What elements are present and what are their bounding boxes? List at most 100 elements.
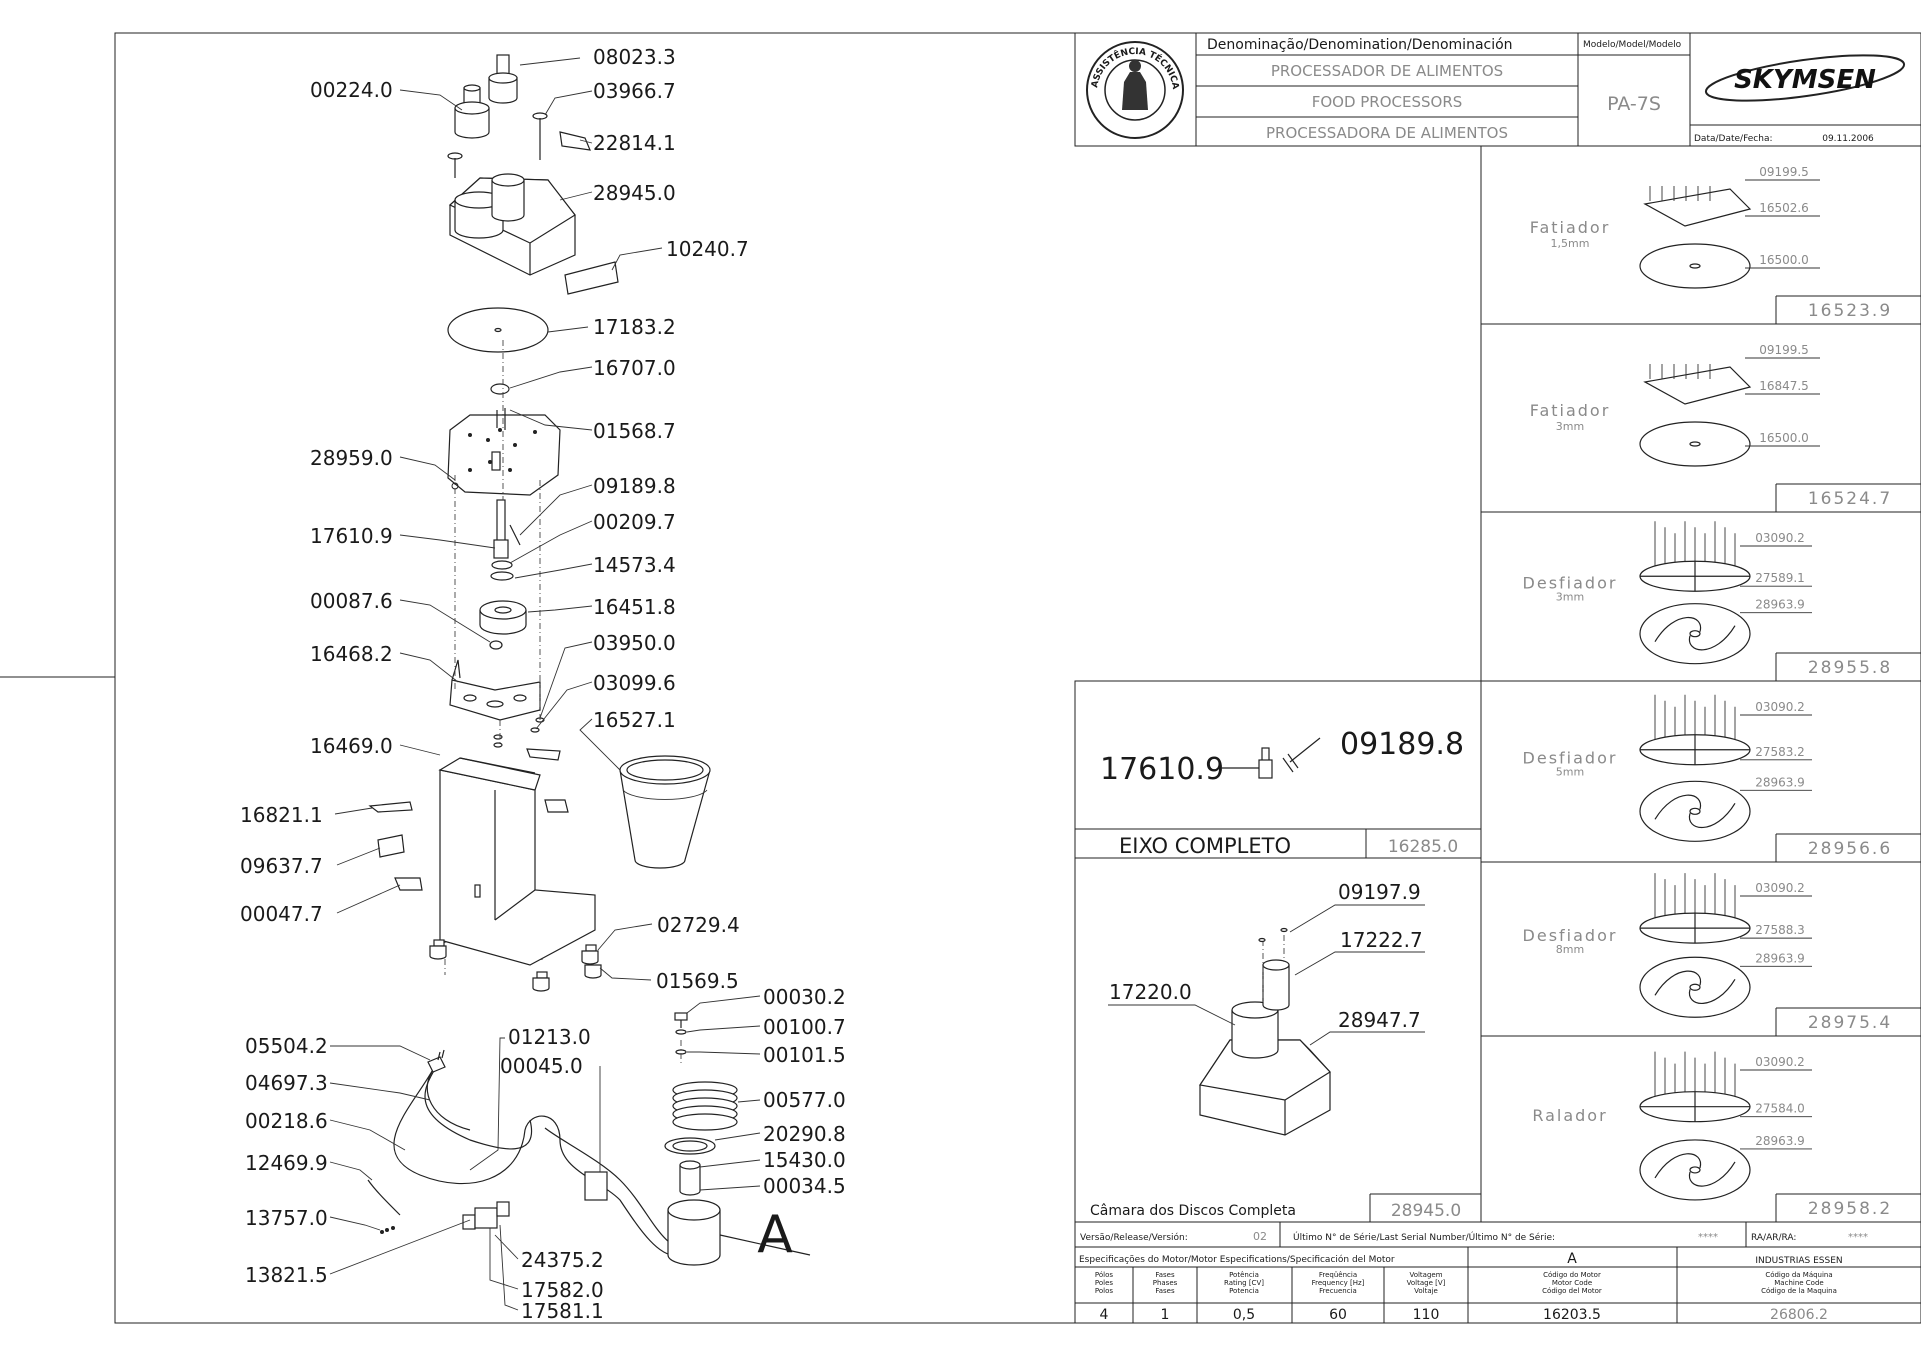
footer-value: 16203.5 [1543,1307,1601,1323]
disc-name: Fatiador [1530,401,1611,420]
footer-value: 26806.2 [1770,1307,1828,1323]
slicer-blade [1643,188,1752,227]
disc-code: 28958.2 [1808,1199,1892,1219]
part-13821-5 [462,1201,510,1230]
part-00045-0 [584,1171,608,1201]
model-value: PA-7S [1607,93,1661,115]
date-value: 09.11.2006 [1822,134,1874,144]
disc-part-label: 09199.5 [1759,165,1809,179]
label-17610-9: 17610.9 [310,524,393,548]
footer-column-header: Motor Code [1552,1279,1592,1287]
footer-column-header: Código do Motor [1543,1271,1601,1279]
disc-part-label: 27583.2 [1755,745,1805,759]
footer-value: 0,5 [1233,1307,1255,1323]
label-09189-8: 09189.8 [593,474,676,498]
disc-part-label: 16500.0 [1759,253,1809,267]
disc-code: 28956.6 [1808,839,1892,859]
label-00224-0: 00224.0 [310,78,393,102]
axle-part-17610-9: 17610.9 [1100,752,1224,787]
disc-code: 16523.9 [1808,301,1892,321]
part-16468-2 [449,659,541,721]
footer-column-header: Phases [1153,1279,1178,1287]
part-15430-0 [679,1160,701,1196]
slicer-blade [1643,366,1752,405]
chamber-title: Câmara dos Discos Completa [1090,1203,1296,1219]
part-01568-7 [496,408,506,430]
label-17581-1: 17581.1 [521,1299,604,1323]
label-03950-0: 03950.0 [593,631,676,655]
name-pt: PROCESSADOR DE ALIMENTOS [1271,62,1503,80]
disc-part-label: 03090.2 [1755,700,1805,714]
chamber-part-17222-7: 17222.7 [1340,928,1423,952]
disc-part-label: 27589.1 [1755,571,1805,585]
disc-name: Ralador [1532,1106,1607,1125]
svg-text:A: A [757,1205,793,1265]
footer-column-header: Rating [CV] [1224,1279,1264,1287]
part-05504-2 [427,1056,446,1073]
serial-label: Último N° de Série/Last Serial Number/Úl… [1293,1231,1555,1243]
label-08023-3: 08023.3 [593,45,676,69]
axle-title: EIXO COMPLETO [1119,834,1291,858]
seal-text: ASSISTÊNCIA TÉCNICA AUTORIZADA [0,0,1180,93]
motor-variant: A [1567,1251,1577,1267]
disc-part-label: 16500.0 [1759,431,1809,445]
disc-part-label: 03090.2 [1755,1055,1805,1069]
label-12469-9: 12469.9 [245,1151,328,1175]
brand-logo: SKYMSEN [1704,54,1906,102]
part-00577-0 [672,1081,738,1131]
part-00030-2 [674,1012,688,1028]
footer-column-header: Polos [1095,1287,1113,1295]
label-15430-0: 15430.0 [763,1148,846,1172]
label-13757-0: 13757.0 [245,1206,328,1230]
disc-part-label: 16847.5 [1759,379,1809,393]
label-04697-3: 04697.3 [245,1071,328,1095]
disc-size: 3mm [1556,591,1584,604]
disc-name: Desfiador [1523,926,1618,945]
part-screw-left [447,152,463,178]
label-16468-2: 16468.2 [310,642,393,666]
label-10240-7: 10240.7 [666,237,749,261]
disc-part-label: 16502.6 [1759,201,1809,215]
disc-size: 1,5mm [1551,237,1590,250]
footer-column-header: Voltaje [1414,1287,1438,1295]
label-00047-7: 00047.7 [240,902,323,926]
footer-column-header: Potência [1229,1271,1259,1279]
part-left-clip [526,748,561,761]
footer-value: 1 [1161,1307,1170,1323]
footer-column-header: Código da Máquina [1765,1271,1832,1279]
footer-column-header: Frecuencia [1319,1287,1357,1295]
chamber-code: 28945.0 [1391,1201,1461,1221]
part-03099-6 [530,727,540,733]
disc-part-label: 03090.2 [1755,531,1805,545]
label-22814-1: 22814.1 [593,131,676,155]
label-28959-0: 28959.0 [310,446,393,470]
title-block: ASSISTÊNCIA TÉCNICA AUTORIZADA Denominaç… [0,0,1921,147]
label-03966-7: 03966.7 [593,79,676,103]
part-00087-6 [489,640,503,650]
part-14573-4 [490,571,514,581]
part-17183-2 [447,307,549,353]
label-14573-4: 14573.4 [593,553,676,577]
label-01569-5: 01569.5 [656,969,739,993]
part-00209-7 [491,560,513,570]
part-01569-5 [584,964,602,979]
footer-column-header: Potencia [1229,1287,1259,1295]
disc-code: 28975.4 [1808,1013,1892,1033]
part-08023-3 [488,54,518,104]
label-03099-6: 03099.6 [593,671,676,695]
footer-column-header: Pólos [1095,1271,1113,1279]
disc-name: Fatiador [1530,218,1611,237]
disc-part-label: 09199.5 [1759,343,1809,357]
footer-column-header: Freqüência [1319,1271,1357,1279]
main-exploded-view [368,54,711,992]
label-16707-0: 16707.0 [593,356,676,380]
footer-column-header: Fases [1155,1271,1175,1279]
disc-cells: Fatiador1,5mm16523.909199.516502.616500.… [1523,165,1921,1222]
disc-size: 3mm [1556,420,1584,433]
